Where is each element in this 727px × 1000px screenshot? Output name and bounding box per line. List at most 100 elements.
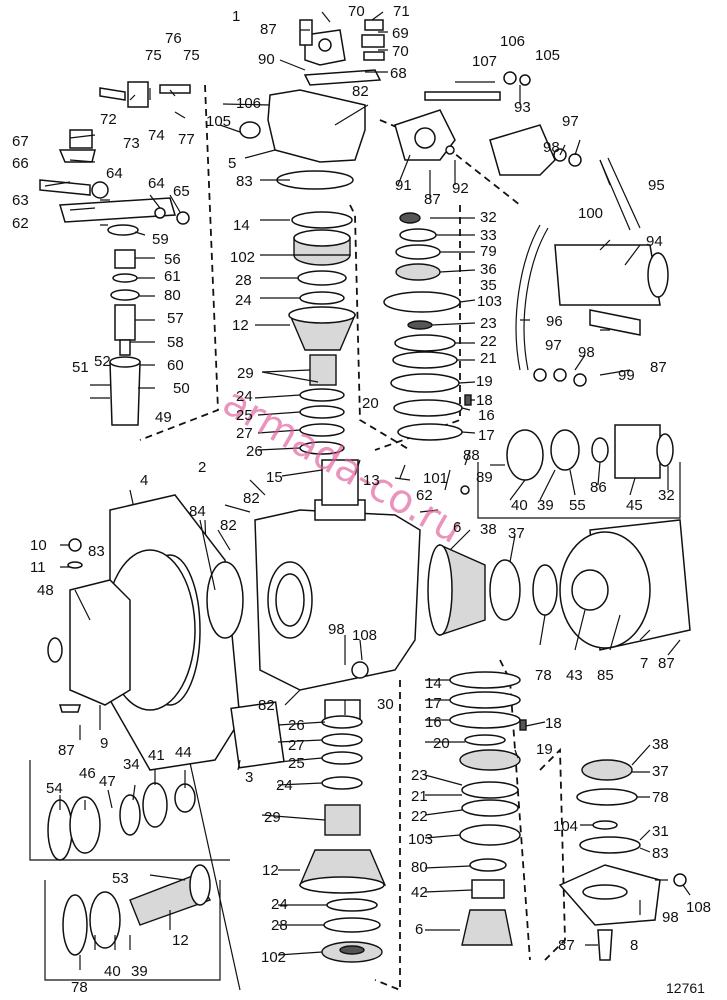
part-callout-51: 51 — [72, 359, 89, 376]
part-callout-78: 78 — [652, 789, 669, 806]
upper-bracket-assembly — [99, 19, 531, 190]
part-callout-17: 17 — [425, 695, 442, 712]
part-callout-44: 44 — [175, 744, 192, 761]
part-callout-82: 82 — [352, 83, 369, 100]
part-callout-18: 18 — [476, 392, 493, 409]
part-callout-43: 43 — [566, 667, 583, 684]
part-callout-25: 25 — [236, 407, 253, 424]
part-callout-6: 6 — [453, 519, 461, 536]
part-callout-24: 24 — [271, 896, 288, 913]
part-callout-30: 30 — [377, 696, 394, 713]
part-callout-45: 45 — [626, 497, 643, 514]
part-callout-87: 87 — [650, 359, 667, 376]
part-callout-84: 84 — [189, 503, 206, 520]
part-callout-16: 16 — [425, 714, 442, 731]
part-callout-39: 39 — [537, 497, 554, 514]
part-callout-9: 9 — [100, 735, 108, 752]
part-callout-56: 56 — [164, 251, 181, 268]
lower-center-stack — [298, 699, 387, 963]
part-callout-108: 108 — [686, 899, 711, 916]
part-callout-75: 75 — [183, 47, 200, 64]
part-callout-82: 82 — [243, 490, 260, 507]
pump-filter-assembly — [394, 109, 669, 387]
upper-right-stack — [383, 212, 472, 441]
part-callout-6: 6 — [415, 921, 423, 938]
part-callout-103: 103 — [477, 293, 502, 310]
part-callout-75: 75 — [145, 47, 162, 64]
part-callout-52: 52 — [94, 353, 111, 370]
part-callout-40: 40 — [511, 497, 528, 514]
part-callout-15: 15 — [266, 469, 283, 486]
part-callout-63: 63 — [12, 192, 29, 209]
part-callout-106: 106 — [236, 95, 261, 112]
part-callout-93: 93 — [514, 99, 531, 116]
part-callout-106: 106 — [500, 33, 525, 50]
part-callout-33: 33 — [480, 227, 497, 244]
part-callout-29: 29 — [264, 809, 281, 826]
part-callout-49: 49 — [155, 409, 172, 426]
part-callout-87: 87 — [58, 742, 75, 759]
part-callout-46: 46 — [79, 765, 96, 782]
part-callout-24: 24 — [236, 388, 253, 405]
part-callout-68: 68 — [390, 65, 407, 82]
part-callout-66: 66 — [12, 155, 29, 172]
part-callout-40: 40 — [104, 963, 121, 980]
part-callout-97: 97 — [545, 337, 562, 354]
part-callout-8: 8 — [630, 937, 638, 954]
part-callout-70: 70 — [392, 43, 409, 60]
lower-right-stack — [449, 671, 527, 946]
figure-number: 12761 — [666, 980, 705, 996]
part-callout-87: 87 — [558, 937, 575, 954]
part-callout-77: 77 — [178, 131, 195, 148]
part-callout-94: 94 — [646, 233, 663, 250]
upper-center-stack — [288, 211, 357, 455]
part-callout-80: 80 — [164, 287, 181, 304]
part-callout-80: 80 — [411, 859, 428, 876]
part-callout-36: 36 — [480, 261, 497, 278]
bevel-gear-and-cover — [427, 424, 691, 651]
part-callout-104: 104 — [553, 818, 578, 835]
part-callout-87: 87 — [424, 191, 441, 208]
part-callout-24: 24 — [276, 777, 293, 794]
part-callout-34: 34 — [123, 756, 140, 773]
part-callout-55: 55 — [569, 497, 586, 514]
part-callout-1: 1 — [232, 8, 240, 25]
part-callout-105: 105 — [206, 113, 231, 130]
part-callout-22: 22 — [411, 808, 428, 825]
part-callout-18: 18 — [545, 715, 562, 732]
part-callout-78: 78 — [71, 979, 88, 996]
part-callout-4: 4 — [140, 472, 148, 489]
part-callout-82: 82 — [220, 517, 237, 534]
part-callout-3: 3 — [245, 769, 253, 786]
part-callout-83: 83 — [236, 173, 253, 190]
lower-left-bearings — [47, 701, 285, 956]
part-callout-58: 58 — [167, 334, 184, 351]
part-callout-47: 47 — [99, 773, 116, 790]
part-callout-38: 38 — [652, 736, 669, 753]
part-callout-97: 97 — [562, 113, 579, 130]
part-callout-20: 20 — [362, 395, 379, 412]
part-callout-89: 89 — [476, 469, 493, 486]
part-callout-14: 14 — [233, 217, 250, 234]
part-callout-12: 12 — [262, 862, 279, 879]
part-callout-12: 12 — [172, 932, 189, 949]
part-callout-98: 98 — [578, 344, 595, 361]
part-callout-71: 71 — [393, 3, 410, 20]
part-callout-37: 37 — [508, 525, 525, 542]
part-callout-59: 59 — [152, 231, 169, 248]
part-callout-12: 12 — [232, 317, 249, 334]
lower-right-cover — [558, 759, 687, 961]
part-callout-21: 21 — [411, 788, 428, 805]
part-callout-83: 83 — [88, 543, 105, 560]
part-callout-37: 37 — [652, 763, 669, 780]
part-callout-16: 16 — [478, 407, 495, 424]
part-callout-17: 17 — [478, 427, 495, 444]
part-callout-99: 99 — [618, 367, 635, 384]
part-callout-26: 26 — [246, 443, 263, 460]
part-callout-101: 101 — [423, 470, 448, 487]
part-callout-70: 70 — [348, 3, 365, 20]
part-callout-42: 42 — [411, 884, 428, 901]
part-callout-98: 98 — [543, 139, 560, 156]
